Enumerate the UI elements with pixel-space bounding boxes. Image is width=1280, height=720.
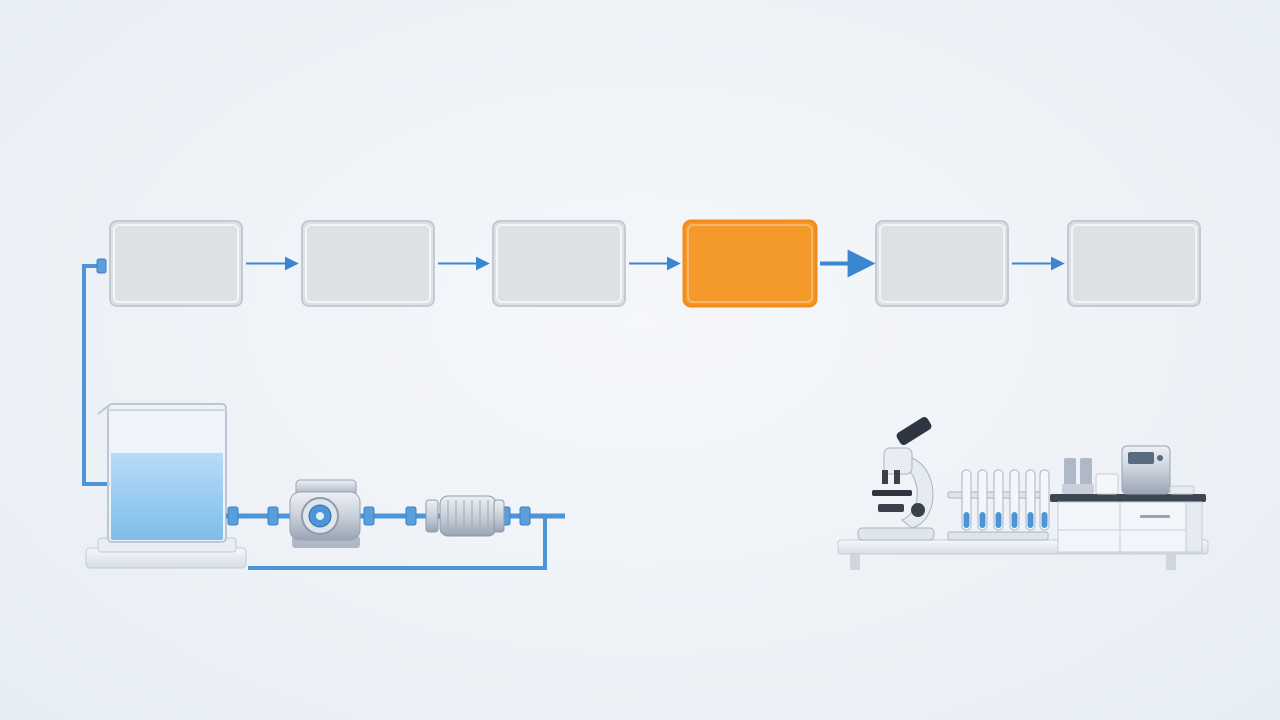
test-tube-liquid: [979, 512, 986, 528]
step-box-frame: [301, 220, 435, 307]
test-tube-liquid: [1041, 512, 1048, 528]
process-step-box[interactable]: [1067, 220, 1201, 307]
process-step-box[interactable]: [875, 220, 1009, 307]
lab-bench-illustration: [837, 494, 1209, 570]
process-step-box[interactable]: [301, 220, 435, 307]
pump-illustration: [289, 479, 361, 548]
step-box-frame: [875, 220, 1009, 307]
filter-cartridge-illustration: [425, 495, 505, 537]
microscope-illustration: [857, 417, 935, 541]
test-tube-liquid: [1011, 512, 1018, 528]
step-box-inner-border: [687, 224, 813, 303]
test-tube-rack-illustration: [947, 469, 1050, 541]
step-box-inner-border: [496, 224, 622, 303]
lab-analyzer-illustration: [1062, 445, 1195, 495]
test-tubes: [961, 469, 1050, 531]
process-step-box[interactable]: [682, 219, 818, 308]
step-box-frame: [1067, 220, 1201, 307]
process-step-box[interactable]: [109, 220, 243, 307]
water-tank-illustration: [85, 403, 247, 569]
step-box-frame: [109, 220, 243, 307]
process-steps: [109, 219, 1201, 308]
step-box-frame: [682, 219, 818, 308]
step-box-inner-border: [113, 224, 239, 303]
feed-pipe: [82, 258, 110, 486]
pump-line-pipe: [226, 506, 565, 570]
step-box-inner-border: [1071, 224, 1197, 303]
test-tube-liquid: [1027, 512, 1034, 528]
step-box-frame: [492, 220, 626, 307]
step-box-inner-border: [879, 224, 1005, 303]
step-box-inner-border: [305, 224, 431, 303]
process-step-box[interactable]: [492, 220, 626, 307]
test-tube-liquid: [995, 512, 1002, 528]
test-tube-liquid: [963, 512, 970, 528]
